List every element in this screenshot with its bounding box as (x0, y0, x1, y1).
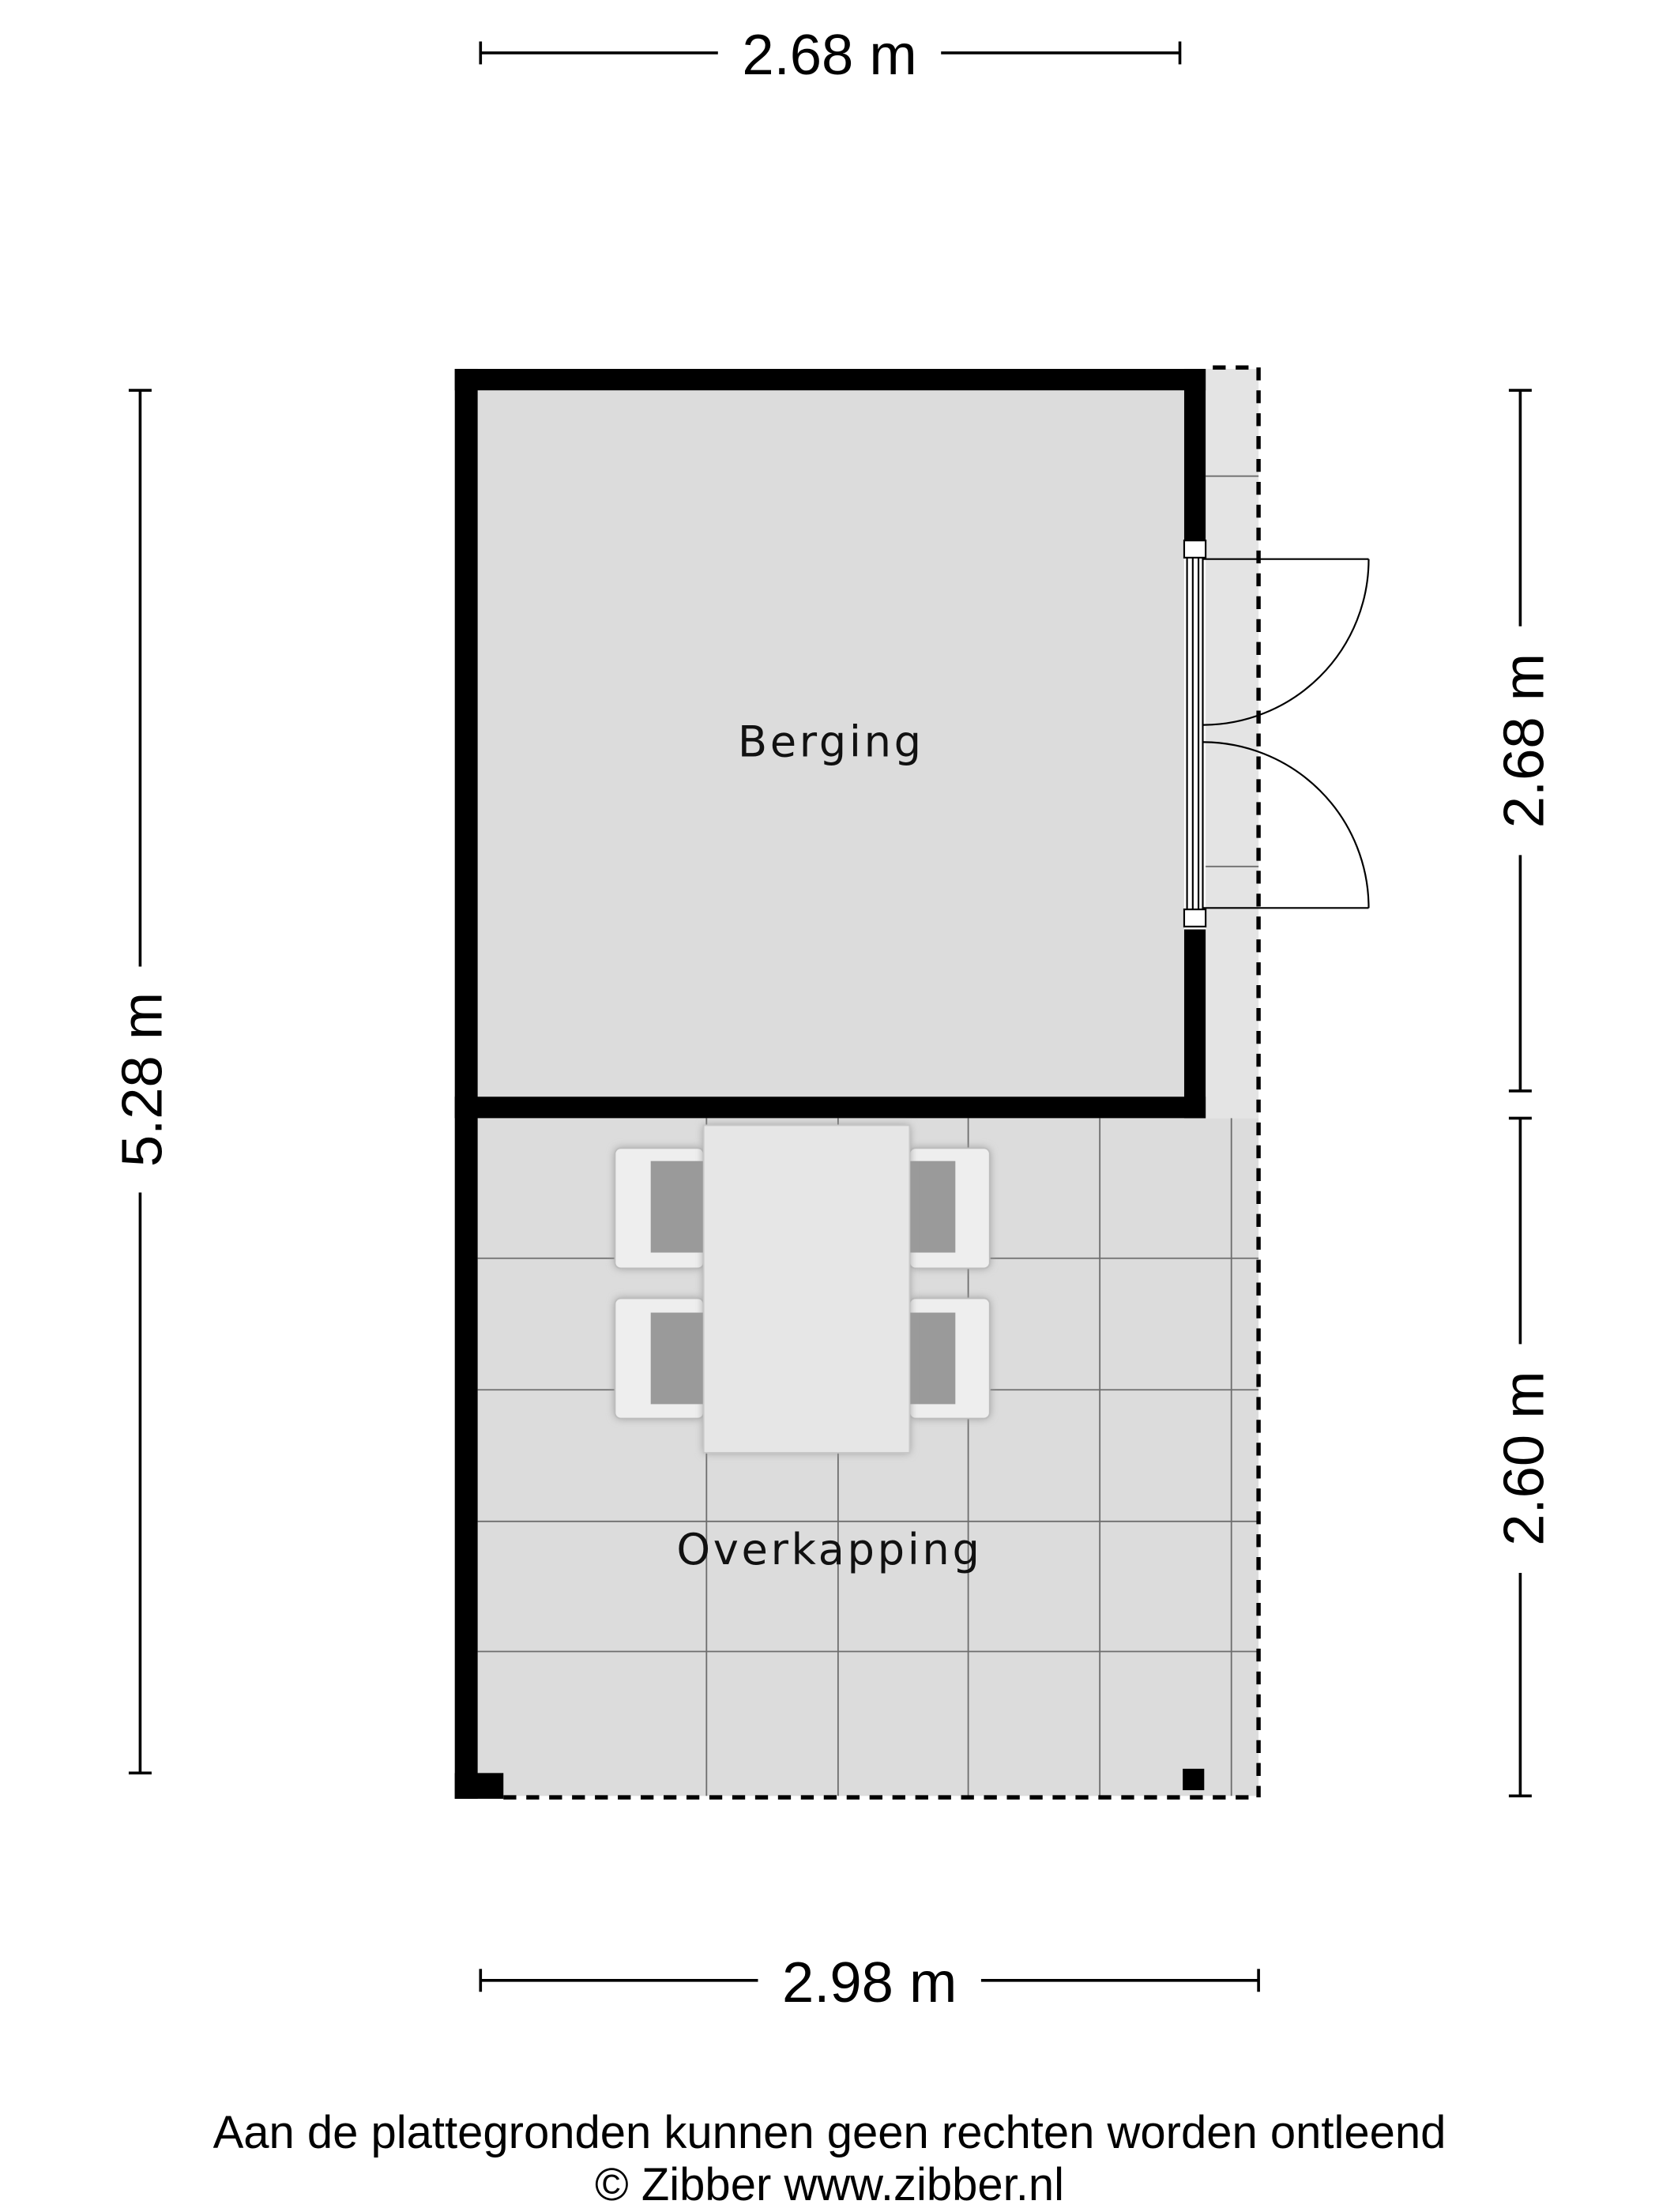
dimension-right-lower-label: 2.60 m (1492, 1371, 1556, 1546)
chair-top-right (908, 1147, 991, 1270)
dining-table (702, 1124, 911, 1454)
dimension-left-label: 5.28 m (111, 992, 175, 1167)
room-label-berging: Berging (738, 717, 924, 766)
dining-set (614, 1124, 991, 1454)
side-strip-floor (1206, 368, 1259, 1119)
walls (454, 368, 1206, 1799)
dimension-right-upper-label: 2.68 m (1492, 653, 1556, 828)
footer-copyright: © Zibber www.zibber.nl (595, 2159, 1064, 2210)
double-door (1183, 540, 1370, 927)
dimension-top (479, 41, 1182, 65)
berging-floor (477, 390, 1184, 1097)
room-label-overkapping: Overkapping (676, 1525, 982, 1574)
dimension-right-upper (1508, 389, 1532, 1093)
chair-top-left (614, 1147, 705, 1270)
dimension-top-label: 2.68 m (742, 23, 916, 87)
roof-outline-dashed (503, 365, 1261, 1800)
dimension-bottom (479, 1969, 1260, 1992)
dimension-left (128, 389, 152, 1775)
chair-bottom-right (908, 1297, 991, 1420)
dimension-bottom-label: 2.98 m (782, 1951, 957, 2014)
chair-bottom-left (614, 1297, 705, 1420)
footer-disclaimer: Aan de plattegronden kunnen geen rechten… (213, 2107, 1446, 2158)
dimension-right-lower (1508, 1116, 1532, 1798)
